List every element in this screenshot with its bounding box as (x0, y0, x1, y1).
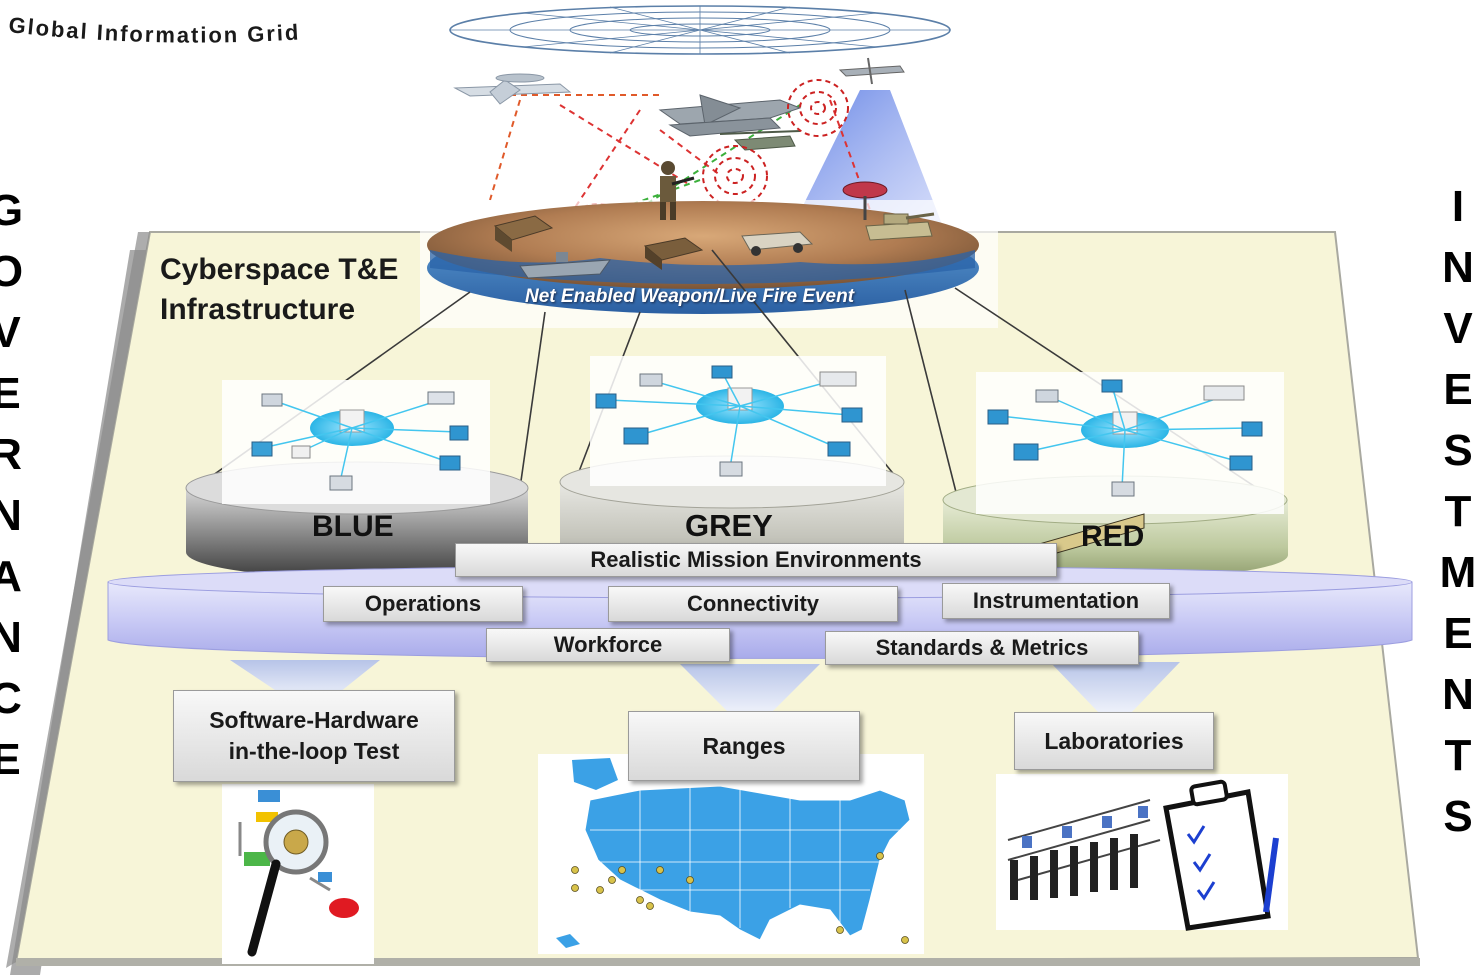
governance-letter: A (0, 552, 22, 601)
live-fire-event-disk (420, 200, 998, 328)
governance-letter: G (0, 186, 24, 235)
investments-letter: T (1444, 487, 1472, 536)
governance-letter: C (0, 674, 22, 723)
bunker-icon (493, 215, 704, 270)
us-ranges-map (538, 754, 924, 954)
blue-network-cluster (251, 391, 469, 491)
funnel-ranges (680, 664, 820, 714)
ranges-box: Ranges (628, 711, 860, 781)
radar-site-icon (842, 181, 888, 220)
investments-letter: E (1443, 365, 1473, 414)
grey-network-cluster (595, 365, 863, 477)
governance-letter: R (0, 430, 22, 479)
helicopter-icon (719, 130, 801, 151)
connectivity-box: Connectivity (608, 586, 898, 622)
investments-letter: T (1444, 731, 1472, 780)
instrumentation-box: Instrumentation (942, 583, 1170, 619)
laboratories-illustration (996, 513, 1288, 931)
governance-letter: E (0, 735, 21, 784)
drone-icon (838, 57, 905, 85)
investments-letter: S (1443, 426, 1473, 475)
operations-box: Operations (323, 586, 523, 622)
fighter-jets-icon (658, 94, 802, 137)
global-information-grid-label-wrap: Global Information Grid (7, 12, 300, 47)
investments-letter: M (1439, 548, 1477, 597)
governance-letter: V (0, 308, 21, 357)
sil-test-illustration (222, 784, 374, 964)
soldier-icon (660, 161, 695, 220)
threat-ring-air (787, 79, 849, 137)
sil-label-line1: Software-Hardware (209, 707, 419, 733)
blue-environment-label: BLUE (312, 510, 394, 543)
investments-letter: V (1443, 304, 1473, 353)
funnel-labs (1050, 662, 1180, 714)
humvee-icon (741, 231, 814, 256)
governance-letter: N (0, 491, 22, 540)
investments-letter: I (1451, 182, 1465, 231)
infrastructure-title-line2: Infrastructure (160, 293, 356, 326)
ship-icon (519, 252, 612, 279)
investments-letter: N (1442, 670, 1474, 719)
laboratories-box: Laboratories (1014, 712, 1214, 770)
global-information-grid-label: Global Information Grid (7, 12, 298, 47)
tank-icon (865, 212, 935, 241)
infrastructure-title-line1: Cyberspace T&E (160, 253, 399, 286)
standards-metrics-box: Standards & Metrics (825, 631, 1139, 665)
governance-letter: O (0, 247, 24, 296)
platform-left-edge (6, 232, 150, 968)
infrastructure-title: Cyberspace T&E Infrastructure (160, 250, 398, 330)
investments-letter: N (1442, 243, 1474, 292)
clipboard-icon (1163, 779, 1279, 931)
red-environment-label: RED (1081, 520, 1145, 553)
sil-label-line2: in-the-loop Test (228, 738, 400, 764)
sensor-beam (790, 90, 945, 232)
grey-environment-label: GREY (685, 508, 773, 543)
live-fire-event-label: Net Enabled Weapon/Live Fire Event (525, 286, 855, 307)
global-information-grid (449, 5, 951, 55)
investments-letter: E (1443, 609, 1473, 658)
investments-letter: S (1443, 792, 1473, 841)
platform-bottom-edge (16, 958, 1420, 966)
threat-ring-mid (702, 145, 768, 207)
governance-letter: E (0, 369, 21, 418)
red-network-cluster (987, 379, 1263, 497)
realistic-mission-environments-box: Realistic Mission Environments (455, 543, 1057, 577)
workforce-box: Workforce (486, 628, 730, 662)
svg-text:Global Information Grid: Global Information Grid (7, 12, 300, 47)
governance-letter: N (0, 613, 22, 662)
awacs-aircraft-icon (453, 73, 572, 105)
software-hardware-in-the-loop-box: Software-Hardware in-the-loop Test (173, 690, 455, 782)
